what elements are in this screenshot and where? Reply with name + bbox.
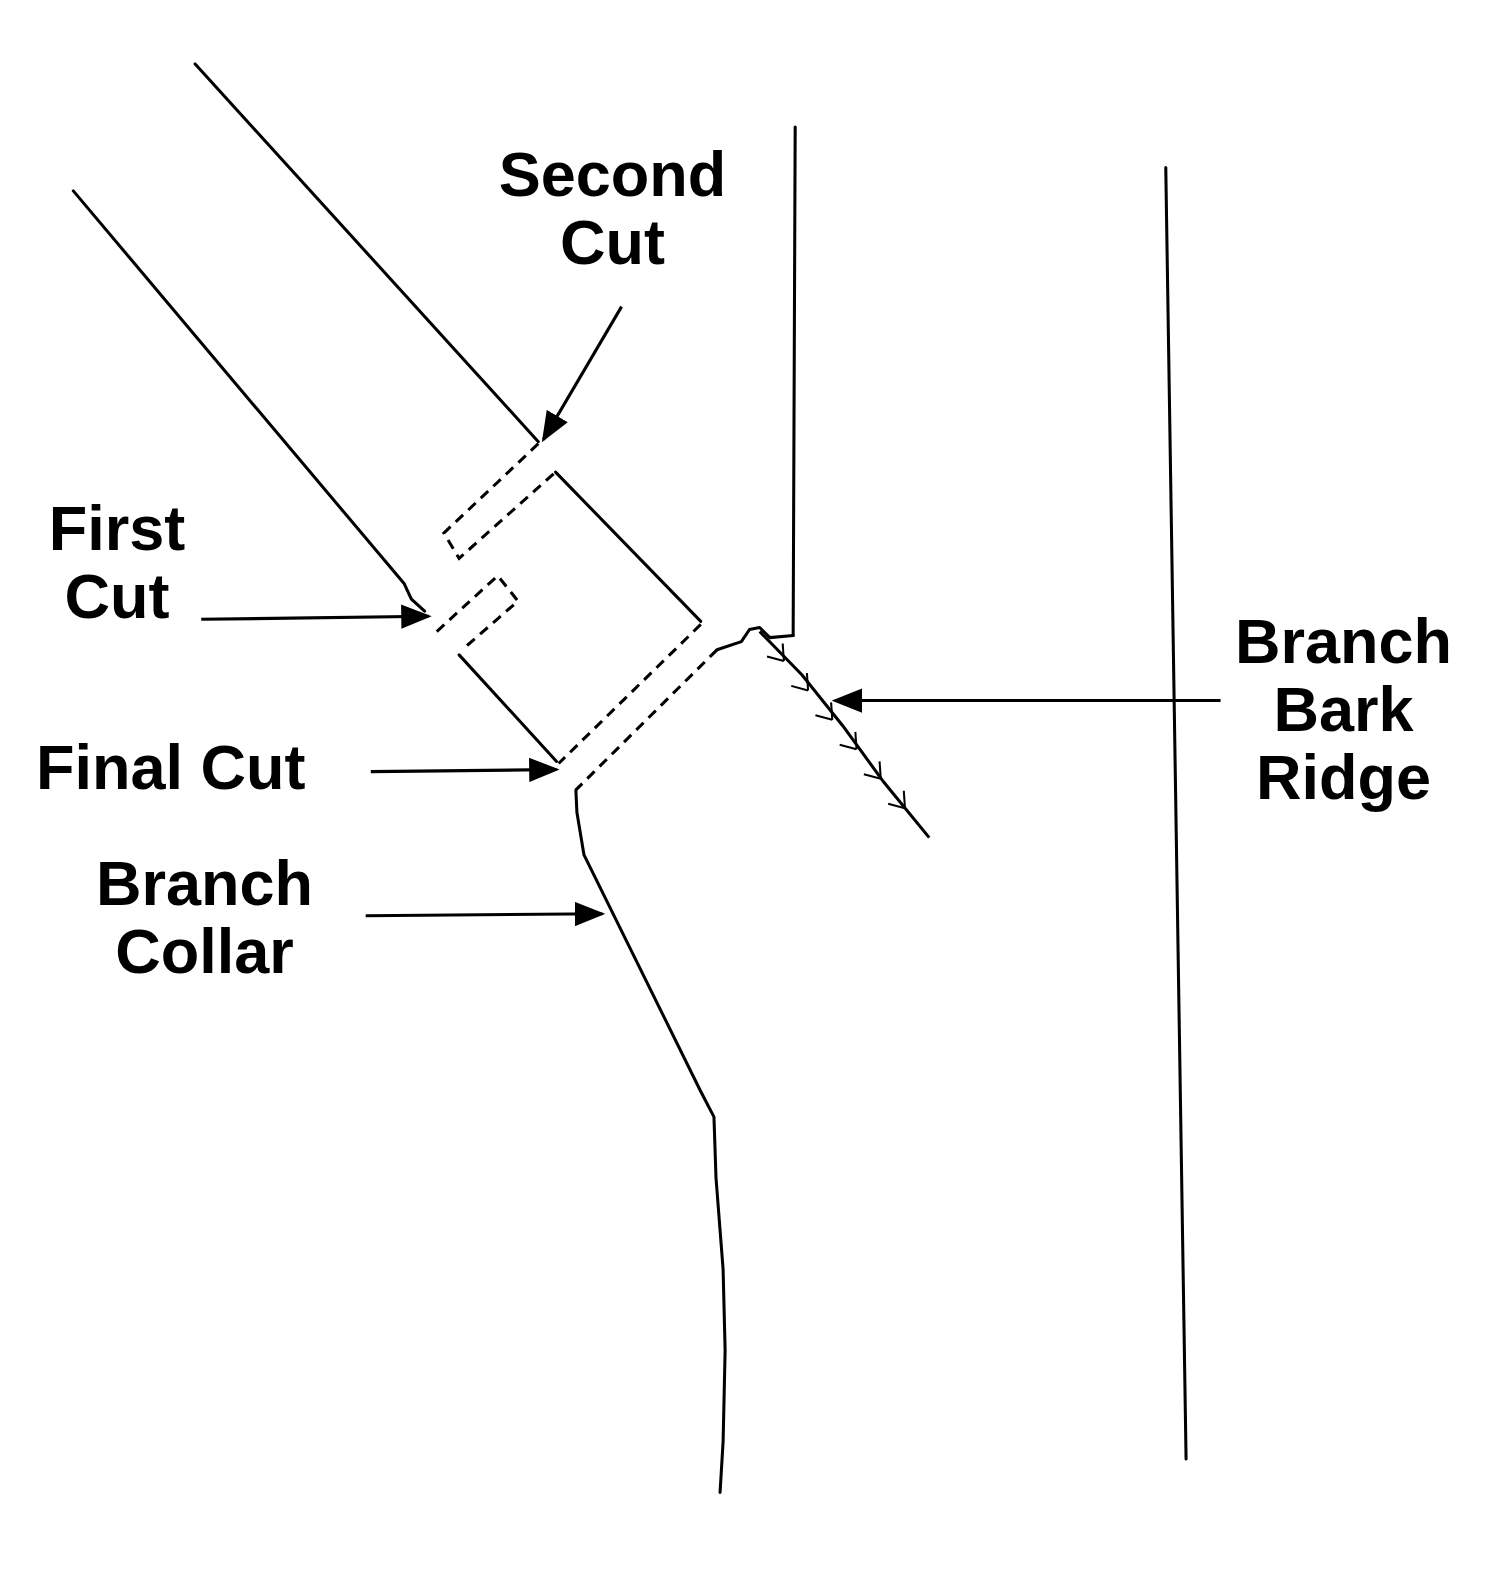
bark-tick: [791, 686, 808, 691]
part-label: Branch Collar: [75, 849, 334, 985]
leader-arrow: [835, 699, 1221, 702]
bark-ridge-top: [717, 627, 793, 649]
bark-tick: [815, 715, 832, 720]
cut-label: Final Cut: [36, 733, 305, 801]
bark-tick: [807, 673, 808, 690]
bark-tick: [767, 656, 784, 661]
trunk-edge: [793, 127, 795, 636]
second-cut-kerf: [444, 444, 556, 559]
cut-label: First Cut: [28, 494, 206, 630]
bark-tick: [904, 791, 905, 808]
leader-arrow: [366, 914, 603, 916]
branch-stub-edge: [556, 472, 701, 621]
branch-stub-edge: [459, 655, 556, 762]
bark-tick: [831, 702, 832, 719]
bark-tick: [855, 732, 856, 749]
leader-arrow: [543, 307, 621, 440]
bark-tick: [783, 644, 784, 661]
first-cut-kerf: [437, 576, 518, 650]
part-label: Branch Bark Ridge: [1214, 607, 1473, 811]
leader-arrow: [371, 770, 557, 772]
trunk-edge: [1166, 168, 1186, 1459]
final-cut-line: [576, 650, 717, 790]
leader-arrow: [201, 616, 428, 619]
final-cut-line: [559, 624, 701, 763]
branch-edge: [195, 64, 538, 442]
cut-label: Second Cut: [473, 140, 752, 276]
bark-tick: [888, 804, 905, 809]
branch-collar-outline: [576, 790, 725, 1493]
bark-tick: [864, 774, 881, 779]
bark-tick: [840, 745, 857, 750]
bark-tick: [880, 761, 881, 778]
bark-ridge-line: [760, 632, 930, 838]
